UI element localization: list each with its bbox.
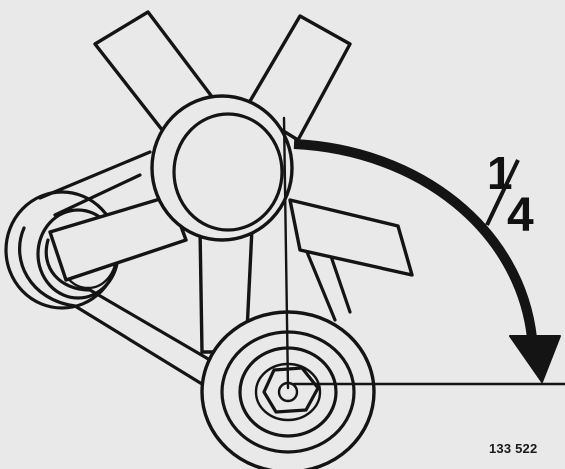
- reference-line-vertical: [282, 116, 290, 390]
- figure-number: 133 522: [489, 441, 538, 456]
- arrow-head-icon: [509, 335, 561, 383]
- fan-blade-right: [288, 198, 414, 277]
- fraction-denominator: 4: [507, 189, 534, 242]
- fraction-numerator: 1: [487, 147, 513, 199]
- fraction-slash: [485, 159, 520, 226]
- fan-blade-left: [48, 194, 188, 282]
- rotation-arrow: [293, 139, 561, 383]
- fan-hub: [150, 94, 294, 242]
